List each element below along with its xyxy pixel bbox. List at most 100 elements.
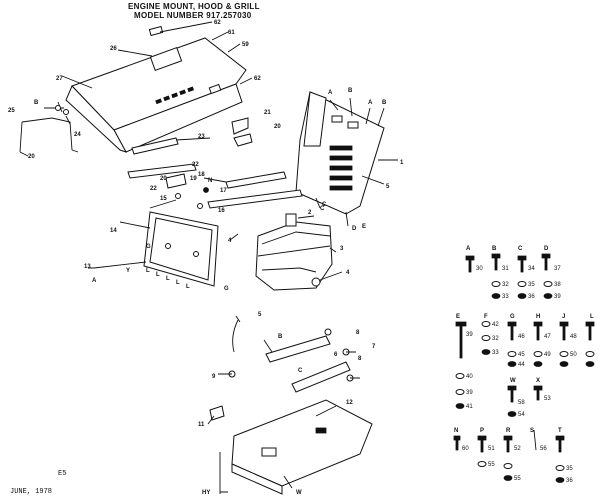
hw-letter: P — [480, 428, 484, 434]
callout: 61 — [228, 30, 235, 36]
grill-headlight-right — [347, 121, 359, 129]
hw-number: 39 — [554, 294, 561, 300]
hardware-row1-labels: A B C D 30 31 34 37 32 35 38 33 36 39 — [466, 246, 561, 300]
fuel-cap-2 — [285, 213, 297, 227]
callout: 27 — [56, 76, 63, 82]
callout: E — [362, 224, 366, 230]
callout: B — [34, 100, 39, 106]
diagram-title-line-1: ENGINE MOUNT, HOOD & GRILL — [128, 2, 260, 11]
bolt-icon — [491, 253, 501, 271]
hw-letter: W — [510, 378, 516, 384]
revision-date: JUNE, 1978 — [10, 488, 53, 496]
hw-number: 52 — [514, 446, 521, 452]
hw-letter: T — [558, 428, 562, 434]
hw-number: 33 — [492, 350, 499, 356]
lower-leader-lines — [207, 315, 360, 493]
bracket-20 — [233, 133, 253, 147]
callout: L — [166, 276, 170, 282]
callout: 20 — [274, 124, 281, 130]
hood-callouts: 62 61 59 26 27 62 25 B 24 20 23 21 22 20… — [8, 20, 281, 192]
callout: D — [352, 226, 357, 232]
callout: 5 — [386, 184, 390, 190]
callout: 20 — [160, 176, 167, 182]
washer-column-row1 — [491, 281, 553, 299]
callout: 18 — [198, 172, 205, 178]
hw-number: 41 — [466, 404, 473, 410]
hw-number: 53 — [544, 396, 551, 402]
callout: 19 — [190, 176, 197, 182]
hw-number: 54 — [518, 412, 525, 418]
grommet-icon — [165, 243, 171, 249]
hardware-row3-labels: N P R S T 60 51 52 56 55 35 55 36 — [454, 428, 573, 484]
hood-handle-bar — [19, 117, 79, 157]
center-callouts: 19 17 16 15 14 N C 4 2 3 4 13 A Y L L L … — [84, 176, 350, 292]
callout: C — [320, 206, 325, 212]
callout: C — [322, 202, 327, 208]
engine-base-opening — [261, 447, 277, 457]
callout: L — [176, 280, 180, 286]
grommet-icon — [193, 251, 199, 257]
hw-number: 30 — [476, 266, 483, 272]
hw-number: 31 — [502, 266, 509, 272]
callout: HY — [202, 490, 210, 496]
fuel-tank-seam — [257, 231, 331, 257]
callout: 4 — [228, 238, 232, 244]
callout: 6 — [334, 352, 338, 358]
hw-letter: B — [492, 246, 497, 252]
grill-callouts: A B A B 1 5 C D E — [322, 88, 404, 232]
hw-letter: R — [506, 428, 511, 434]
bracket-21 — [231, 117, 249, 135]
hw-number: 55 — [488, 462, 495, 468]
callout: A — [92, 278, 97, 284]
hood-side-emblem — [208, 83, 222, 95]
bolt-icon — [465, 255, 475, 273]
hw-letter: X — [536, 378, 540, 384]
hardware-row2-labels: E F G H J L 39 42 46 47 48 32 45 49 33 4… — [456, 314, 594, 418]
bolt-icon — [517, 255, 527, 273]
hw-letter: N — [454, 428, 458, 434]
hw-letter: L — [590, 314, 594, 320]
hood-front — [65, 85, 128, 153]
callout: 21 — [264, 110, 271, 116]
washer-16-icon — [197, 203, 203, 209]
callout: 8 — [358, 356, 362, 362]
grill-leader-lines — [315, 97, 398, 227]
callout: 1 — [400, 160, 404, 166]
callout: 4 — [346, 270, 350, 276]
lower-engine-mount — [207, 315, 373, 495]
hw-number: 34 — [528, 266, 535, 272]
callout: C — [298, 368, 303, 374]
engine-mount-center — [88, 171, 343, 291]
grill-slats — [329, 145, 353, 191]
hood-assembly — [19, 21, 253, 157]
hw-letter: H — [536, 314, 540, 320]
callout: A — [368, 100, 373, 106]
callout: 11 — [198, 422, 205, 428]
bolt-icon — [541, 253, 551, 271]
brace-19 — [225, 171, 287, 189]
washer-icon — [55, 105, 61, 111]
hw-number: 38 — [554, 282, 561, 288]
cable-5 — [232, 319, 239, 353]
callout: 22 — [150, 186, 157, 192]
grill-headlight-left — [331, 115, 343, 123]
callout: 16 — [218, 208, 225, 214]
callout: W — [296, 490, 302, 496]
callout: 3 — [340, 246, 344, 252]
hw-number: 50 — [570, 352, 577, 358]
hw-number: 46 — [518, 334, 525, 340]
hood-leader-lines — [61, 21, 253, 141]
callout: 7 — [372, 344, 376, 350]
callout: Y — [126, 268, 130, 274]
callout: A — [328, 90, 333, 96]
callout: 24 — [74, 132, 81, 138]
callout: G — [146, 244, 151, 250]
hw-number: 60 — [462, 446, 469, 452]
grill-assembly — [295, 91, 398, 227]
hw-letter: S — [530, 428, 534, 434]
callout: B — [382, 100, 387, 106]
hw-number: 48 — [570, 334, 577, 340]
hw-number: 32 — [492, 336, 499, 342]
panel-14-inner — [149, 217, 213, 281]
hw-number: 32 — [502, 282, 509, 288]
